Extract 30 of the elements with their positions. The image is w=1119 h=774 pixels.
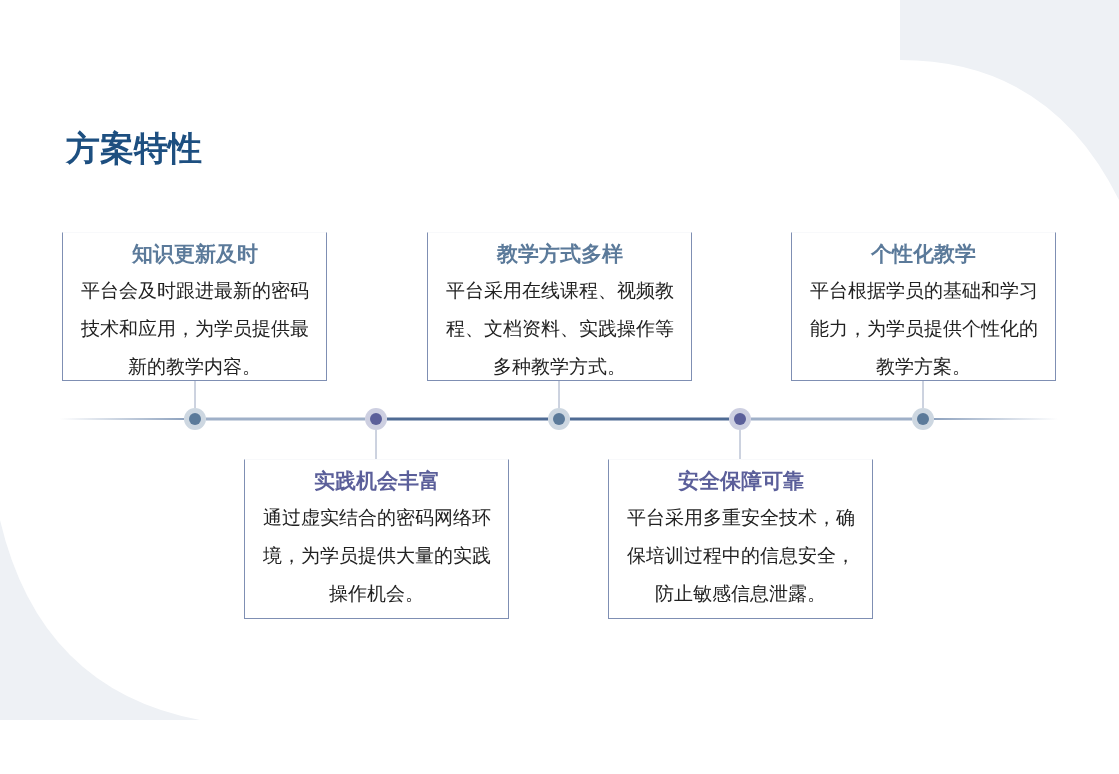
card-heading: 实践机会丰富 [312,468,441,495]
card-description: 平台采用多重安全技术，确保培训过程中的信息安全，防止敏感信息泄露。 [625,505,856,606]
connector-line [194,380,196,409]
connector-line [922,380,924,409]
feature-card [244,459,509,619]
feature-card [427,232,692,381]
title: 方案特性 [66,127,202,170]
card-heading: 安全保障可靠 [676,468,805,495]
card-heading: 个性化教学 [870,241,977,268]
card-heading: 教学方式多样 [495,241,624,268]
timeline-dot [184,408,206,430]
feature-card [62,232,327,381]
connector-line [739,429,741,460]
timeline-line [570,417,729,421]
timeline-line [206,417,365,421]
card-description: 通过虚实结合的密码网络环境，为学员提供大量的实践操作机会。 [261,505,492,606]
timeline-dot [729,408,751,430]
timeline-dot [912,408,934,430]
timeline-line [751,417,912,421]
connector-line [558,380,560,409]
card-heading: 知识更新及时 [130,241,259,268]
feature-card [608,459,873,619]
timeline-dot [365,408,387,430]
card-description: 平台根据学员的基础和学习能力，为学员提供个性化的教学方案。 [808,278,1039,379]
connector-line [375,429,377,460]
timeline-dot [548,408,570,430]
card-description: 平台采用在线课程、视频教程、文档资料、实践操作等多种教学方式。 [444,278,675,379]
timeline-line [387,417,548,421]
feature-card [791,232,1056,381]
card-description: 平台会及时跟进最新的密码技术和应用，为学员提供最新的教学内容。 [79,278,310,379]
